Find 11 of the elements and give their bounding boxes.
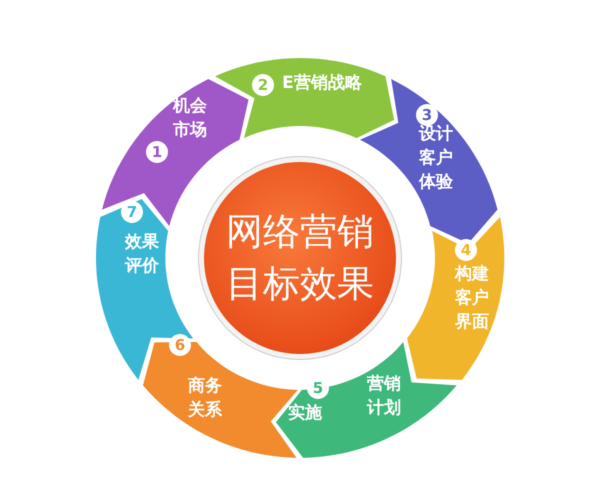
step-label: E营销战略 — [281, 72, 363, 95]
step-label: 实施 — [286, 402, 323, 425]
arrow-segment — [406, 217, 504, 380]
step-label: 营销计划 — [366, 372, 402, 420]
center-circle — [204, 162, 396, 354]
step-label: 商务关系 — [186, 374, 223, 422]
step-label: 效果评价 — [124, 230, 160, 278]
step-label: 构建客户界面 — [454, 262, 490, 334]
step-label: 机会市场 — [172, 94, 208, 142]
center-title: 网络营销目标效果 — [225, 209, 375, 307]
arrow-segment — [214, 58, 394, 138]
